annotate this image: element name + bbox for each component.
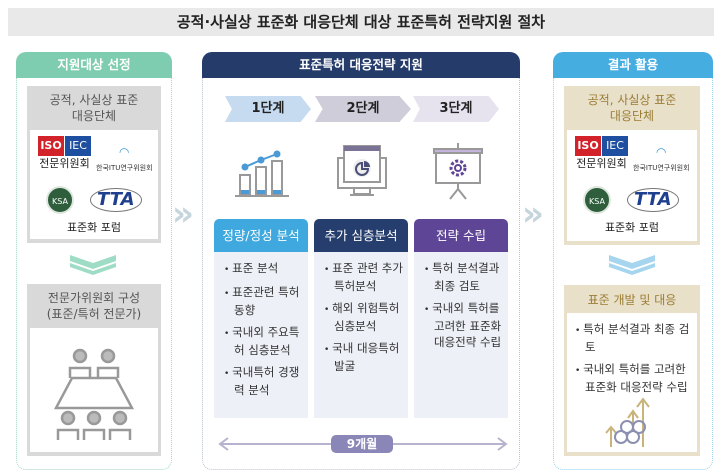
chevron-down-icon (609, 255, 655, 275)
middle-header: 표준특허 대응전략 지원 (202, 52, 520, 78)
list-item: 국내외 특허를 고려한 표준화 대응전략 수립 (424, 300, 504, 350)
monitor-pie-icon (337, 145, 387, 196)
phase-list: 표준 분석표준관련 특허동향국내외 주요특허 심층분석국내특허 경쟁력 분석 (214, 252, 308, 418)
phase-column-3: 전략 수립 특허 분석결과 최종 검토국내외 특허를 고려한 표준화 대응전략 … (414, 219, 508, 418)
flow-arrow-icon: » (172, 194, 194, 234)
box-title: 표준 개발 및 대응 (587, 293, 677, 307)
list-item: 해외 위험특허 심층분석 (324, 300, 404, 334)
standard-dev-box: 표준 개발 및 대응 특허 분석결과 최종 검토국내외 특허를 고려한 표준화 … (564, 285, 700, 456)
presentation-gear-icon (433, 143, 483, 200)
box-title-line1: 공적, 사실상 표준 (49, 93, 139, 107)
ksa-logo: KSA (46, 186, 74, 214)
ksa-logo: KSA (583, 186, 611, 214)
flow-arrow-icon: » (522, 194, 544, 234)
box-title-line2: (표준/특허 전문가) (46, 307, 142, 321)
chevron-down-icon (70, 255, 116, 275)
step-1: 1단계 (225, 96, 311, 122)
iso-logo: ISO (575, 136, 601, 156)
list-item: 표준 관련 추가 특허분석 (324, 260, 404, 294)
itu-logo: 한국ITU연구위원회 (96, 164, 153, 172)
phase-column-1: 정량/정성 분석 표준 분석표준관련 특허동향국내외 주요특허 심층분석국내특허… (214, 219, 308, 418)
page-title: 공적·사실상 표준화 대응단체 대상 표준특허 전략지원 절차 (8, 8, 714, 36)
left-column (16, 78, 172, 470)
middle-column (202, 78, 520, 470)
step-3: 3단계 (413, 96, 499, 122)
box-title-line2: 대응단체 (71, 109, 117, 123)
list-item: 국내특허 경쟁력 분석 (224, 364, 304, 398)
right-column (553, 78, 713, 470)
meeting-icon (53, 348, 135, 440)
list-item: 특허 분석결과 최종 검토 (575, 321, 693, 355)
expert-committee-box: 전문가위원회 구성 (표준/특허 전문가) (27, 284, 161, 456)
list-item: 특허 분석결과 최종 검토 (424, 260, 504, 294)
phase-list: 특허 분석결과 최종 검토국내외 특허를 고려한 표준화 대응전략 수립 (414, 252, 508, 418)
tta-logo: TTA (90, 188, 142, 212)
tta-logo: TTA (627, 188, 679, 212)
result-panel: 특허 분석결과 최종 검토국내외 특허를 고려한 표준화 대응전략 수립 (567, 313, 697, 452)
forum-label: 표준화 포럼 (66, 221, 122, 234)
forum-label: 표준화 포럼 (604, 221, 660, 234)
step-2: 2단계 (315, 96, 411, 122)
right-header: 결과 활용 (553, 52, 713, 78)
iec-logo: IEC (65, 136, 91, 156)
duration-badge: 9개월 (331, 435, 393, 453)
list-item: 표준 분석 (224, 260, 304, 278)
iec-logo: IEC (602, 136, 628, 156)
list-item: 국내외 주요특허 심층분석 (224, 324, 304, 358)
list-item: 국내 대응특허 발굴 (324, 340, 404, 374)
itu-logo: 한국ITU연구위원회 (633, 164, 690, 172)
phase-list: 표준 관련 추가 특허분석해외 위험특허 심층분석국내 대응특허 발굴 (314, 252, 408, 418)
box-title-line2: 대응단체 (609, 109, 655, 123)
list-item: 국내외 특허를 고려한 표준화 대응전략 수립 (575, 361, 693, 395)
growth-arrows-icon (605, 397, 650, 447)
bar-chart-icon (235, 150, 289, 197)
box-title-line1: 공적, 사실상 표준 (587, 93, 677, 107)
box-title-line1: 전문가위원회 구성 (47, 291, 141, 305)
iso-logo: ISO (38, 136, 64, 156)
phase-column-2: 추가 심층분석 표준 관련 추가 특허분석해외 위험특허 심층분석국내 대응특허… (314, 219, 408, 418)
meeting-panel (30, 328, 158, 452)
phase-title: 추가 심층분석 (314, 219, 408, 252)
left-header: 지원대상 선정 (16, 52, 172, 78)
list-item: 표준관련 특허동향 (224, 284, 304, 318)
committee-label: 전문위원회 (39, 157, 90, 170)
itu-wave-icon: ◠ (119, 145, 130, 159)
itu-wave-icon: ◠ (656, 145, 667, 159)
phase-title: 전략 수립 (414, 219, 508, 252)
phase-title: 정량/정성 분석 (214, 219, 308, 252)
committee-label: 전문위원회 (576, 157, 627, 170)
